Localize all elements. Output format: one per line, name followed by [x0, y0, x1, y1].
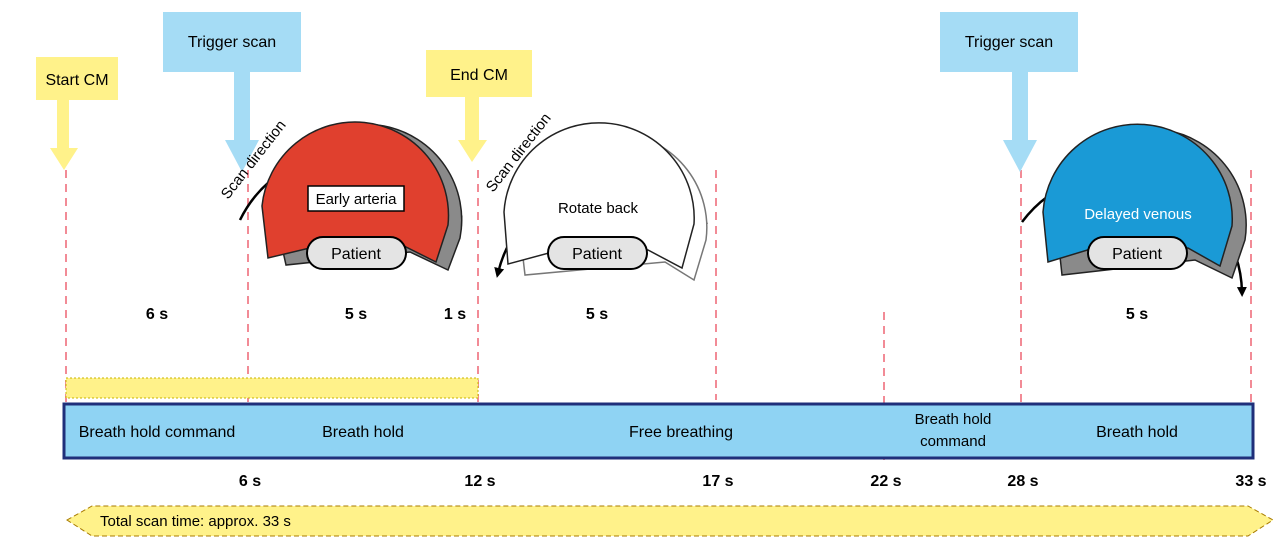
marker-end-cm: End CM — [426, 50, 532, 162]
phase-label: command — [920, 433, 986, 450]
marker-label: Trigger scan — [965, 34, 1053, 51]
gantry-delayed-venous: Delayed venous Patient — [1020, 123, 1247, 297]
gantry-label: Delayed venous — [1084, 206, 1192, 223]
tick-label: 12 s — [464, 473, 495, 490]
total-scan-time-arrow: Total scan time: approx. 33 s — [66, 505, 1274, 537]
gantry-label: Early arteria — [316, 191, 398, 208]
patient-label: Patient — [572, 246, 622, 263]
tick-label: 33 s — [1235, 473, 1266, 490]
duration-label: 6 s — [146, 306, 168, 323]
phase-label: Breath hold command — [79, 424, 236, 441]
total-scan-time-label: Total scan time: approx. 33 s — [100, 513, 291, 530]
phase-label: Free breathing — [629, 424, 733, 441]
contrast-medium-bar — [65, 377, 479, 399]
duration-label: 5 s — [586, 306, 608, 323]
tick-label: 22 s — [870, 473, 901, 490]
gantry-label: Rotate back — [558, 200, 639, 217]
patient-label: Patient — [331, 246, 381, 263]
gantry-rotate-back: Scan direction Rotate back Patient — [483, 110, 708, 282]
duration-label: 5 s — [345, 306, 367, 323]
duration-label: 1 s — [444, 306, 466, 323]
patient-label: Patient — [1112, 246, 1162, 263]
phase-bar: Breath hold command Breath hold Free bre… — [62, 402, 1255, 460]
marker-start-cm: Start CM — [36, 57, 118, 170]
marker-trigger-scan-1: Trigger scan — [163, 12, 301, 172]
tick-label: 28 s — [1007, 473, 1038, 490]
tick-label: 6 s — [239, 473, 261, 490]
marker-label: Trigger scan — [188, 34, 276, 51]
phase-label: Breath hold — [915, 411, 992, 428]
tick-label: 17 s — [702, 473, 733, 490]
marker-trigger-scan-2: Trigger scan — [940, 12, 1078, 172]
duration-label: 5 s — [1126, 306, 1148, 323]
marker-label: Start CM — [45, 72, 108, 89]
phase-label: Breath hold — [322, 424, 404, 441]
marker-label: End CM — [450, 67, 508, 84]
phase-label: Breath hold — [1096, 424, 1178, 441]
